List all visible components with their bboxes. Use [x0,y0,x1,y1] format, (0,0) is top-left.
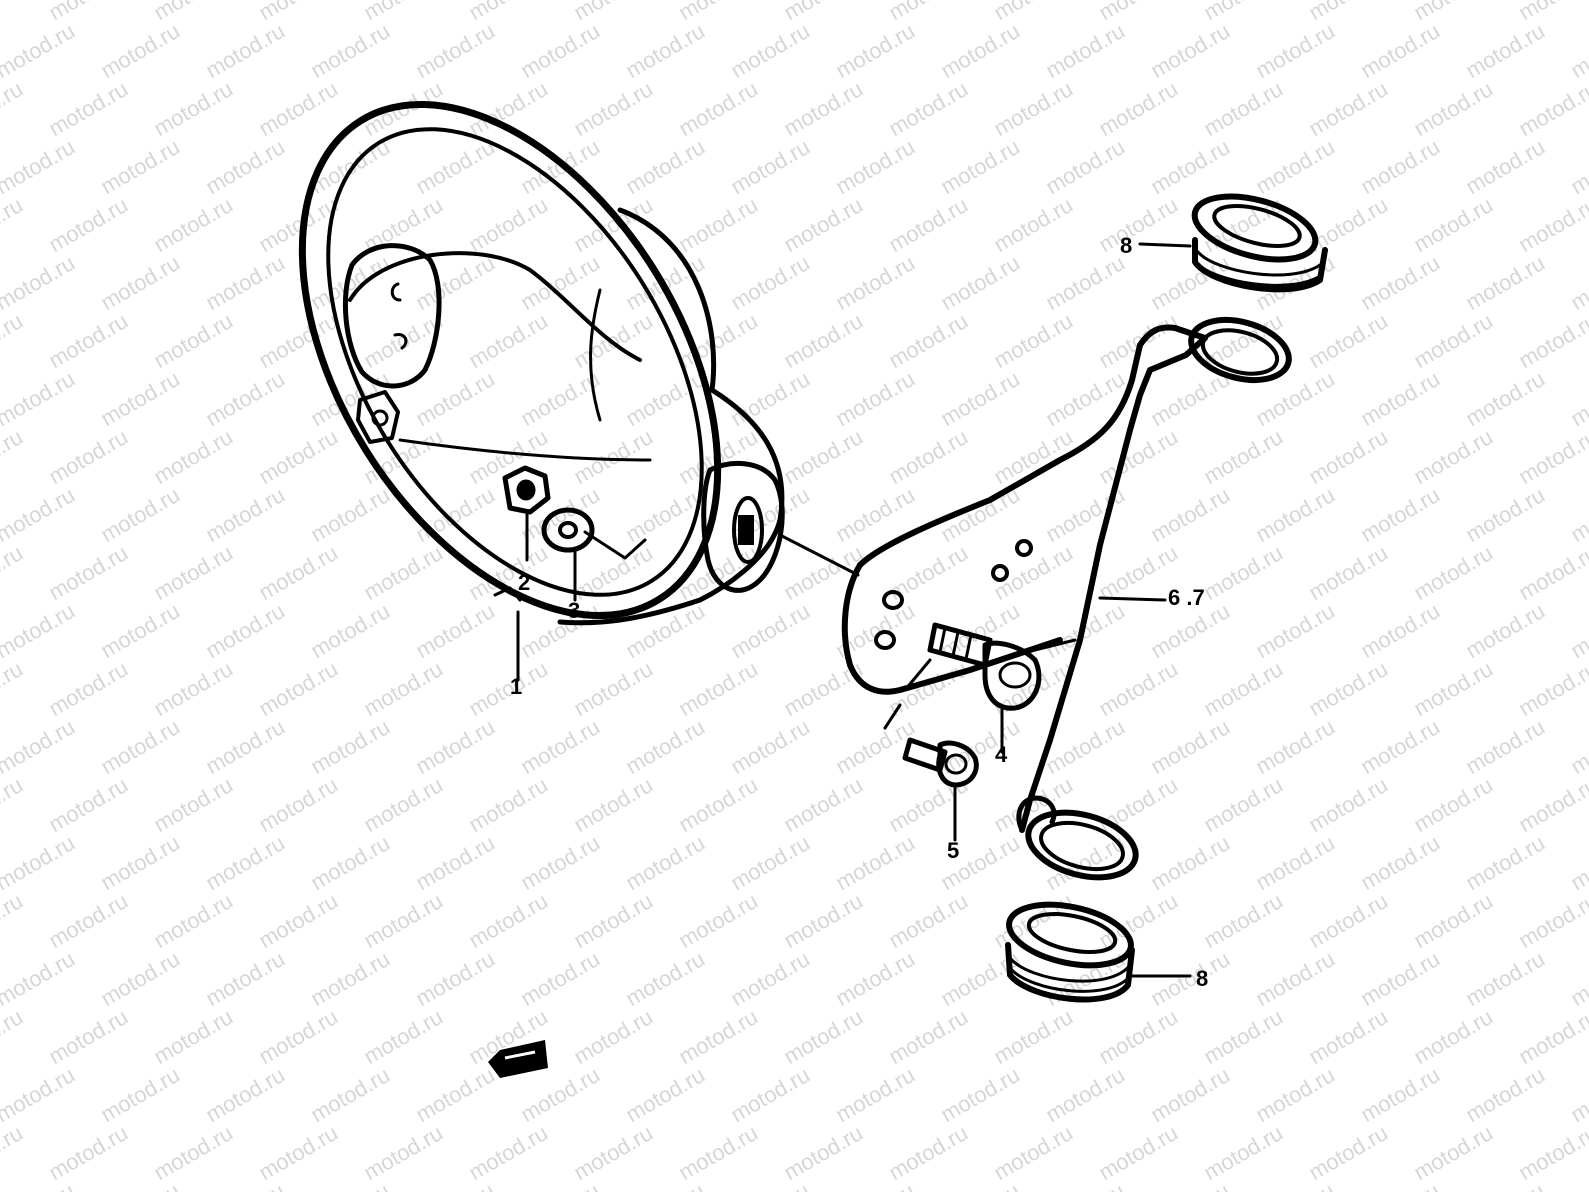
bolt-part-4 [927,622,1042,711]
grommet-top [1191,193,1328,293]
leader-lines [516,242,1192,978]
screw-part-5 [902,737,979,788]
washer-part-3 [541,507,647,560]
callout-3: 3 [568,598,580,623]
callout-6-7: 6 .7 [1168,585,1205,610]
callout-8-bottom: 8 [1196,966,1208,991]
grommet-bottom [1005,901,1135,1003]
callout-4: 4 [995,742,1008,767]
nut-part-2 [502,465,551,515]
headlight-bracket [841,317,1292,881]
callout-2: 2 [518,570,530,595]
headlight-housing [298,100,785,626]
callout-1: 1 [510,674,522,699]
front-direction-arrow-icon [488,1040,548,1078]
callout-8-top: 8 [1120,233,1132,258]
callout-5: 5 [947,838,959,863]
